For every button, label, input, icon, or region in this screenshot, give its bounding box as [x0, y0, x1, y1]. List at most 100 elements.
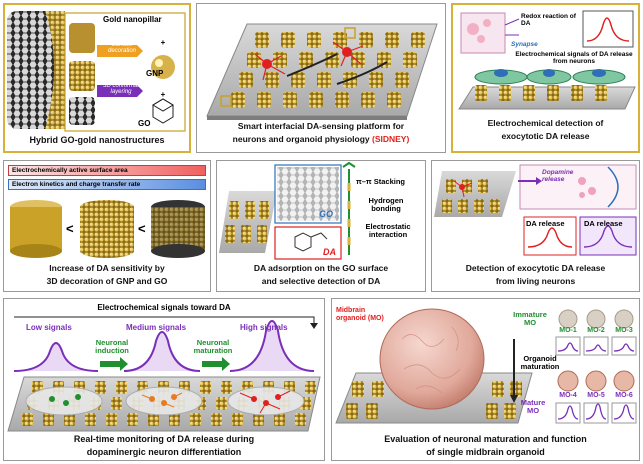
panel4-caption-line1: Increase of DA sensitivity by: [49, 263, 165, 273]
panel5-caption-line2: and selective detection of DA: [261, 276, 381, 286]
label-mo6: MO-6: [615, 392, 633, 399]
nanopillar: [231, 92, 245, 108]
nanopillar: [169, 413, 180, 426]
panel2-caption-line2: neurons and organoid physiology (SIDNEY): [197, 134, 445, 145]
panel-electrochemical-detection: Redox reaction of DA Synapse Electrochem…: [451, 3, 640, 153]
panel-hybrid-nanostructures: + + Gold nanopillar Surface decoration G…: [3, 3, 191, 153]
bar-electron-kinetics: Electron kinetics and charge transfer ra…: [8, 179, 206, 190]
nanopillar: [295, 413, 306, 426]
label-mo5: MO-5: [587, 392, 605, 399]
nanopillar: [253, 413, 264, 426]
label-medium-signals: Medium signals: [126, 323, 187, 332]
label-mo3: MO-3: [615, 327, 633, 334]
label-da-box: DA: [323, 247, 336, 257]
label-neuronal-maturation: Neuronal maturation: [193, 338, 233, 356]
nanopillar: [305, 381, 316, 394]
panel8-caption-line2: of single midbrain organoid: [426, 447, 545, 457]
label-da-release-1: DA release: [526, 219, 565, 228]
bar-active-surface-label: Electrochemically active surface area: [12, 167, 128, 174]
nanopillar: [127, 413, 138, 426]
panel5-caption-line1: DA adsorption on the GO surface: [253, 263, 389, 273]
nanopillar: [274, 413, 285, 426]
panel-organoid-evaluation: Midbrain organoid (MO) Immature MO Organ…: [331, 298, 640, 461]
nanopillar: [111, 397, 122, 410]
bar-active-surface: Electrochemically active surface area: [8, 165, 206, 176]
label-go: GO: [138, 119, 151, 128]
nanopillar: [395, 72, 409, 88]
adsorption-illustration: [219, 161, 356, 260]
nanopillar-illustration: + +: [7, 11, 186, 132]
nanopillar: [359, 32, 373, 48]
nanopillar: [291, 72, 305, 88]
less-than-1: <: [66, 221, 74, 236]
label-mature-mo: Mature MO: [520, 398, 546, 416]
nanopillar: [385, 32, 399, 48]
panel3-caption-line1: Electrochemical detection of: [487, 118, 604, 128]
nanopillar: [307, 32, 321, 48]
panel-real-time-monitoring: Electrochemical signals toward DA Low si…: [3, 298, 325, 461]
nanopillar: [106, 413, 117, 426]
label-mo4: MO-4: [559, 392, 577, 399]
label-hydrogen: Hydrogen bonding: [368, 196, 404, 214]
platform-illustration: [206, 23, 438, 120]
nanopillar: [273, 52, 287, 68]
synapse-illustration: [458, 10, 636, 110]
label-gold-nanopillar: Gold nanopillar: [103, 15, 162, 24]
nanopillar: [325, 52, 339, 68]
nanopillar: [43, 413, 54, 426]
panel8-caption-line1: Evaluation of neuronal maturation and fu…: [384, 434, 587, 444]
panel-sidney-platform: Smart interfacial DA-sensing platform fo…: [196, 3, 446, 153]
nanopillar: [221, 381, 232, 394]
nanopillar: [257, 92, 271, 108]
panel7-caption-line2: dopaminergic neuron differentiation: [86, 447, 242, 457]
panel-da-adsorption: GO DA π–π Stacking Hydrogen bonding Elec…: [216, 160, 426, 292]
nanopillar: [361, 92, 375, 108]
nanopillar: [211, 413, 222, 426]
nanopillar: [148, 413, 159, 426]
nanopillar: [403, 52, 417, 68]
nanopillar: [411, 32, 425, 48]
label-gnp: GNP: [146, 69, 164, 78]
nanopillar: [351, 52, 365, 68]
nanopillar: [116, 381, 127, 394]
label-3d-conformal: 3D conformal layering: [103, 83, 139, 95]
panel7-header: Electrochemical signals toward DA: [97, 303, 231, 312]
panel6-caption-line1: Detection of exocytotic DA release: [465, 263, 606, 273]
label-mo2: MO-2: [587, 327, 605, 334]
sidney-label: (SIDNEY): [372, 134, 410, 144]
panel4-caption-line2: 3D decoration of GNP and GO: [46, 276, 168, 286]
nanopillar: [22, 413, 33, 426]
svg-text:+: +: [161, 38, 166, 47]
label-neuronal-induction: Neuronal induction: [95, 338, 129, 356]
nanopillar: [239, 72, 253, 88]
nanopillar: [200, 381, 211, 394]
monitoring-illustration: [7, 316, 321, 432]
less-than-2: <: [138, 221, 146, 236]
bar-electron-kinetics-label: Electron kinetics and charge transfer ra…: [12, 181, 141, 188]
label-midbrain-organoid: Midbrain organoid (MO): [336, 307, 384, 322]
label-surface-decoration: Surface decoration: [107, 42, 137, 54]
panel6-caption-line2: from living neurons: [495, 276, 576, 286]
nanopillar: [190, 413, 201, 426]
nanopillar: [64, 413, 75, 426]
panel7-caption-line1: Real-time monitoring of DA release durin…: [73, 434, 255, 444]
panel2-caption-line1: Smart interfacial DA-sensing platform fo…: [237, 121, 405, 131]
label-go-box: GO: [319, 209, 334, 219]
nanopillar: [85, 413, 96, 426]
label-synapse: Synapse: [511, 41, 538, 48]
panel3-caption-line2: exocytotic DA release: [501, 131, 590, 141]
nanopillar: [247, 52, 261, 68]
nanopillar: [255, 32, 269, 48]
label-high-signals: High signals: [240, 323, 288, 332]
nanopillar: [377, 52, 391, 68]
nanopillar: [216, 397, 227, 410]
panel1-caption: Hybrid GO-gold nanostructures: [29, 135, 165, 145]
label-redox: Redox reaction of DA: [521, 13, 576, 28]
label-low-signals: Low signals: [26, 323, 72, 332]
label-signals: Electrochemical signals of DA release fr…: [515, 51, 633, 66]
label-stacking: π–π Stacking: [356, 177, 405, 186]
nanopillar: [281, 32, 295, 48]
panel2-caption-prefix: neurons and organoid physiology: [232, 134, 370, 144]
label-organoid-maturation: Organoid maturation: [520, 354, 560, 372]
nanopillar: [283, 92, 297, 108]
